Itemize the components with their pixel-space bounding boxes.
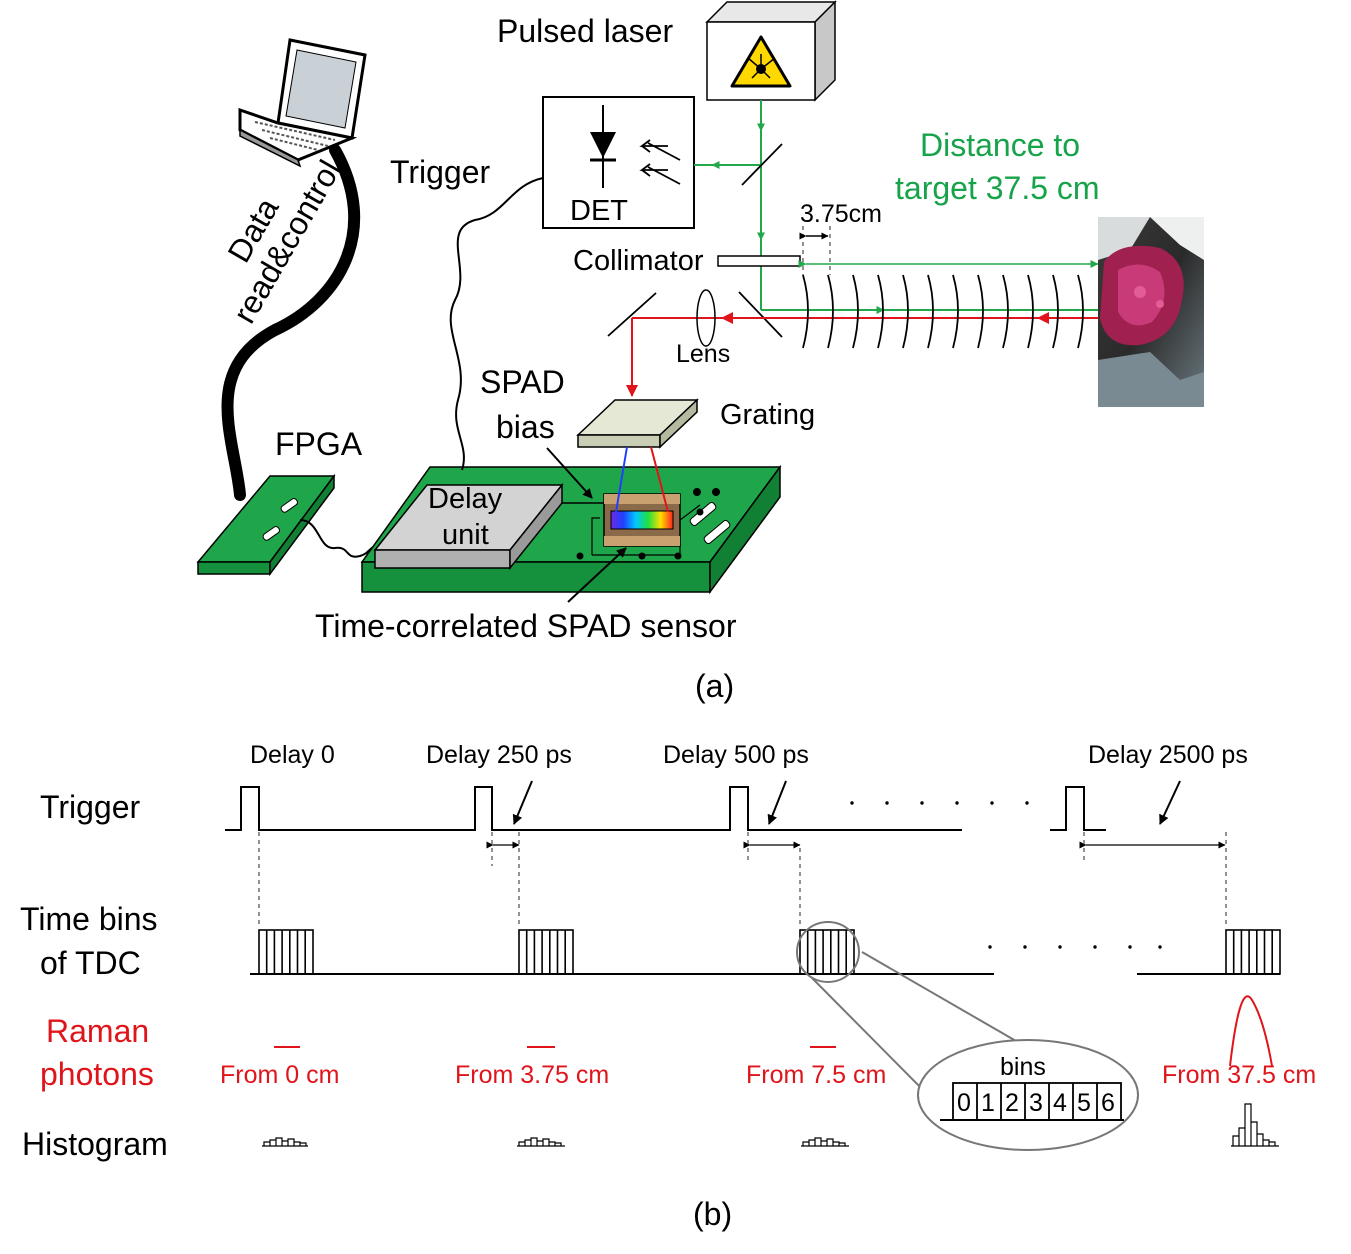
delay-label-0: Delay 0 [250, 741, 335, 769]
delay-arrow-2 [767, 780, 787, 825]
spad-bias-arrow [546, 447, 593, 499]
caption-b: (b) [693, 1196, 732, 1232]
bins-title: bins [1000, 1053, 1046, 1081]
collimator-label: Collimator [573, 245, 704, 277]
trigger-waveform [225, 786, 1106, 831]
source-label-2: From 7.5 cm [746, 1061, 886, 1089]
delay-arrow-1 [512, 780, 533, 825]
distance-line2: target 37.5 cm [895, 170, 1100, 206]
bin-number-6: 6 [1101, 1089, 1115, 1117]
pickoff-mirror [738, 291, 783, 338]
bins-zoom-callout: bins 0 1 2 3 4 5 6 [917, 1039, 1139, 1151]
spad-sensor-chip [603, 493, 681, 547]
delay-unit-line1: Delay [428, 483, 503, 515]
trigger-ellipsis [850, 801, 1029, 805]
data-cable [221, 144, 361, 501]
laser-warning-icon [730, 35, 792, 88]
zoom-circle [796, 921, 860, 983]
rock-sample-image [1098, 217, 1204, 407]
delay-label-3: Delay 2500 ps [1088, 741, 1248, 769]
dispersed-blue [615, 446, 628, 513]
delay-unit-box [373, 482, 564, 571]
delay-label-1: Delay 250 ps [426, 741, 572, 769]
delay-unit-line2: unit [442, 519, 489, 551]
bin-group-3 [1225, 929, 1281, 975]
bin-number-3: 3 [1029, 1089, 1043, 1117]
collimator [717, 255, 801, 267]
source-label-1: From 3.75 cm [455, 1061, 609, 1089]
fpga-board [196, 473, 336, 577]
bins-ellipsis [988, 945, 1162, 949]
bin-group-1 [518, 929, 574, 975]
pulsed-laser-box [705, 0, 837, 102]
distance-line1: Distance to [920, 127, 1080, 163]
histogram-3 [1231, 1103, 1279, 1147]
sensor-arrow [567, 547, 627, 603]
caption-a: (a) [695, 668, 734, 704]
spad-bias-line1: SPAD [480, 364, 565, 400]
row-label-bins-line2: of TDC [40, 945, 141, 981]
bin-number-0: 0 [957, 1089, 971, 1117]
lens-icon [696, 289, 716, 347]
detector-box: DET [542, 96, 695, 229]
fpga-label: FPGA [275, 426, 363, 462]
bin-number-1: 1 [981, 1089, 995, 1117]
det-label: DET [570, 195, 628, 227]
source-label-0: From 0 cm [220, 1061, 339, 1089]
grating-label: Grating [720, 399, 815, 431]
zoom-line-top [861, 951, 1043, 1057]
part-a-setup: Data read&control FPGA [196, 0, 1204, 704]
trigger-wire [449, 177, 544, 471]
bin-number-2: 2 [1005, 1089, 1019, 1117]
zoom-line-bottom [811, 977, 936, 1103]
row-label-histogram: Histogram [22, 1126, 168, 1162]
wavefronts [802, 274, 1084, 349]
emission-beam [694, 100, 1098, 314]
sensor-label: Time-correlated SPAD sensor [315, 608, 737, 644]
row-label-trigger: Trigger [40, 789, 141, 825]
fpga-cable [299, 519, 379, 558]
lens-label: Lens [676, 340, 730, 368]
bin-number-5: 5 [1077, 1089, 1091, 1117]
row-label-bins-line1: Time bins [20, 901, 158, 937]
part-b-timing: Trigger Time bins of TDC Raman photons H… [20, 741, 1316, 1232]
grating [576, 398, 699, 449]
row-label-raman-line2: photons [40, 1056, 154, 1092]
pulsed-laser-label: Pulsed laser [497, 13, 673, 49]
delay-label-2: Delay 500 ps [663, 741, 809, 769]
source-label-3: From 37.5 cm [1162, 1061, 1316, 1089]
alignment-lines [258, 832, 1227, 928]
histogram-1 [517, 1137, 565, 1147]
bin-number-4: 4 [1053, 1089, 1067, 1117]
bin-group-0 [258, 929, 314, 975]
beam-splitter [741, 143, 783, 186]
step-label: 3.75cm [800, 200, 882, 228]
raman-peak-3 [1229, 995, 1273, 1067]
fold-mirror [607, 292, 657, 337]
photodiode-icon [590, 105, 681, 188]
row-label-raman-line1: Raman [46, 1013, 149, 1049]
histogram-2 [801, 1137, 849, 1147]
delay-arrow-3 [1159, 780, 1181, 825]
trigger-label-a: Trigger [390, 154, 491, 190]
laptop-icon [238, 38, 367, 168]
return-beam [626, 312, 1098, 397]
dispersed-red [650, 446, 669, 513]
bin-group-2 [799, 929, 855, 975]
spad-bias-line2: bias [496, 409, 555, 445]
histogram-0 [262, 1137, 308, 1147]
